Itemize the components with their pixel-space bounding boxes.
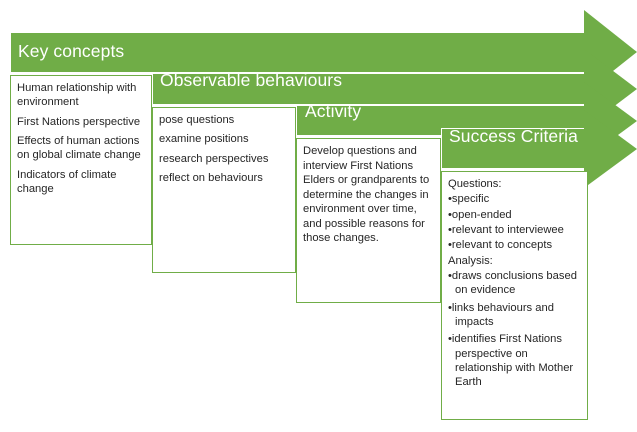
stage-body-observable-behaviours: pose questions examine positions researc… (152, 107, 296, 273)
chevron-band-observable-behaviours (152, 73, 588, 105)
stage-title-key-concepts: Key concepts (18, 41, 125, 61)
chevron-head-success-criteria (584, 110, 637, 188)
group-label-questions: Questions: (448, 178, 502, 190)
list-item: Effects of human actions on global clima… (17, 134, 141, 162)
list-item: examine positions (159, 133, 249, 146)
bullet-item: •draws conclusions based on evidence (448, 269, 577, 297)
bullet-item: •relevant to interviewee (448, 223, 564, 236)
bullet-item: •open-ended (448, 208, 512, 221)
list-item: reflect on behaviours (159, 171, 263, 184)
stage-title-success-criteria: Success Criteria (449, 126, 578, 146)
chevron-band-key-concepts (10, 32, 588, 73)
stage-body-activity: Develop questions and interview First Na… (296, 138, 441, 303)
activity-description: Develop questions and interview First Na… (297, 139, 440, 250)
list-item: Human relationship with environment (17, 82, 137, 109)
list-item: pose questions (159, 114, 235, 126)
key-concepts-list: Human relationship with environment Firs… (11, 76, 151, 200)
bullet-item: •relevant to concepts (448, 239, 553, 252)
list-item: research perspectives (159, 152, 269, 165)
stage-title-activity: Activity (305, 101, 362, 121)
chevron-band-success-criteria (441, 128, 588, 169)
activity-paragraph: Develop questions and interview First Na… (303, 145, 430, 245)
list-item: Indicators of climate change (17, 168, 117, 195)
bullet-item: •specific (448, 193, 490, 206)
success-criteria-list: Questions: •specific •open-ended •releva… (442, 172, 587, 394)
observable-behaviours-list: pose questions examine positions researc… (153, 108, 295, 189)
group-label-analysis: Analysis: (448, 254, 493, 267)
stage-body-success-criteria: Questions: •specific •open-ended •releva… (441, 171, 588, 420)
bullet-item: •identifies First Nations perspective on… (448, 333, 574, 389)
stage-title-observable-behaviours: Observable behaviours (160, 70, 343, 90)
list-item: First Nations perspective (17, 115, 141, 128)
stage-body-key-concepts: Human relationship with environment Firs… (10, 75, 152, 245)
bullet-item: •links behaviours and impacts (448, 301, 554, 328)
